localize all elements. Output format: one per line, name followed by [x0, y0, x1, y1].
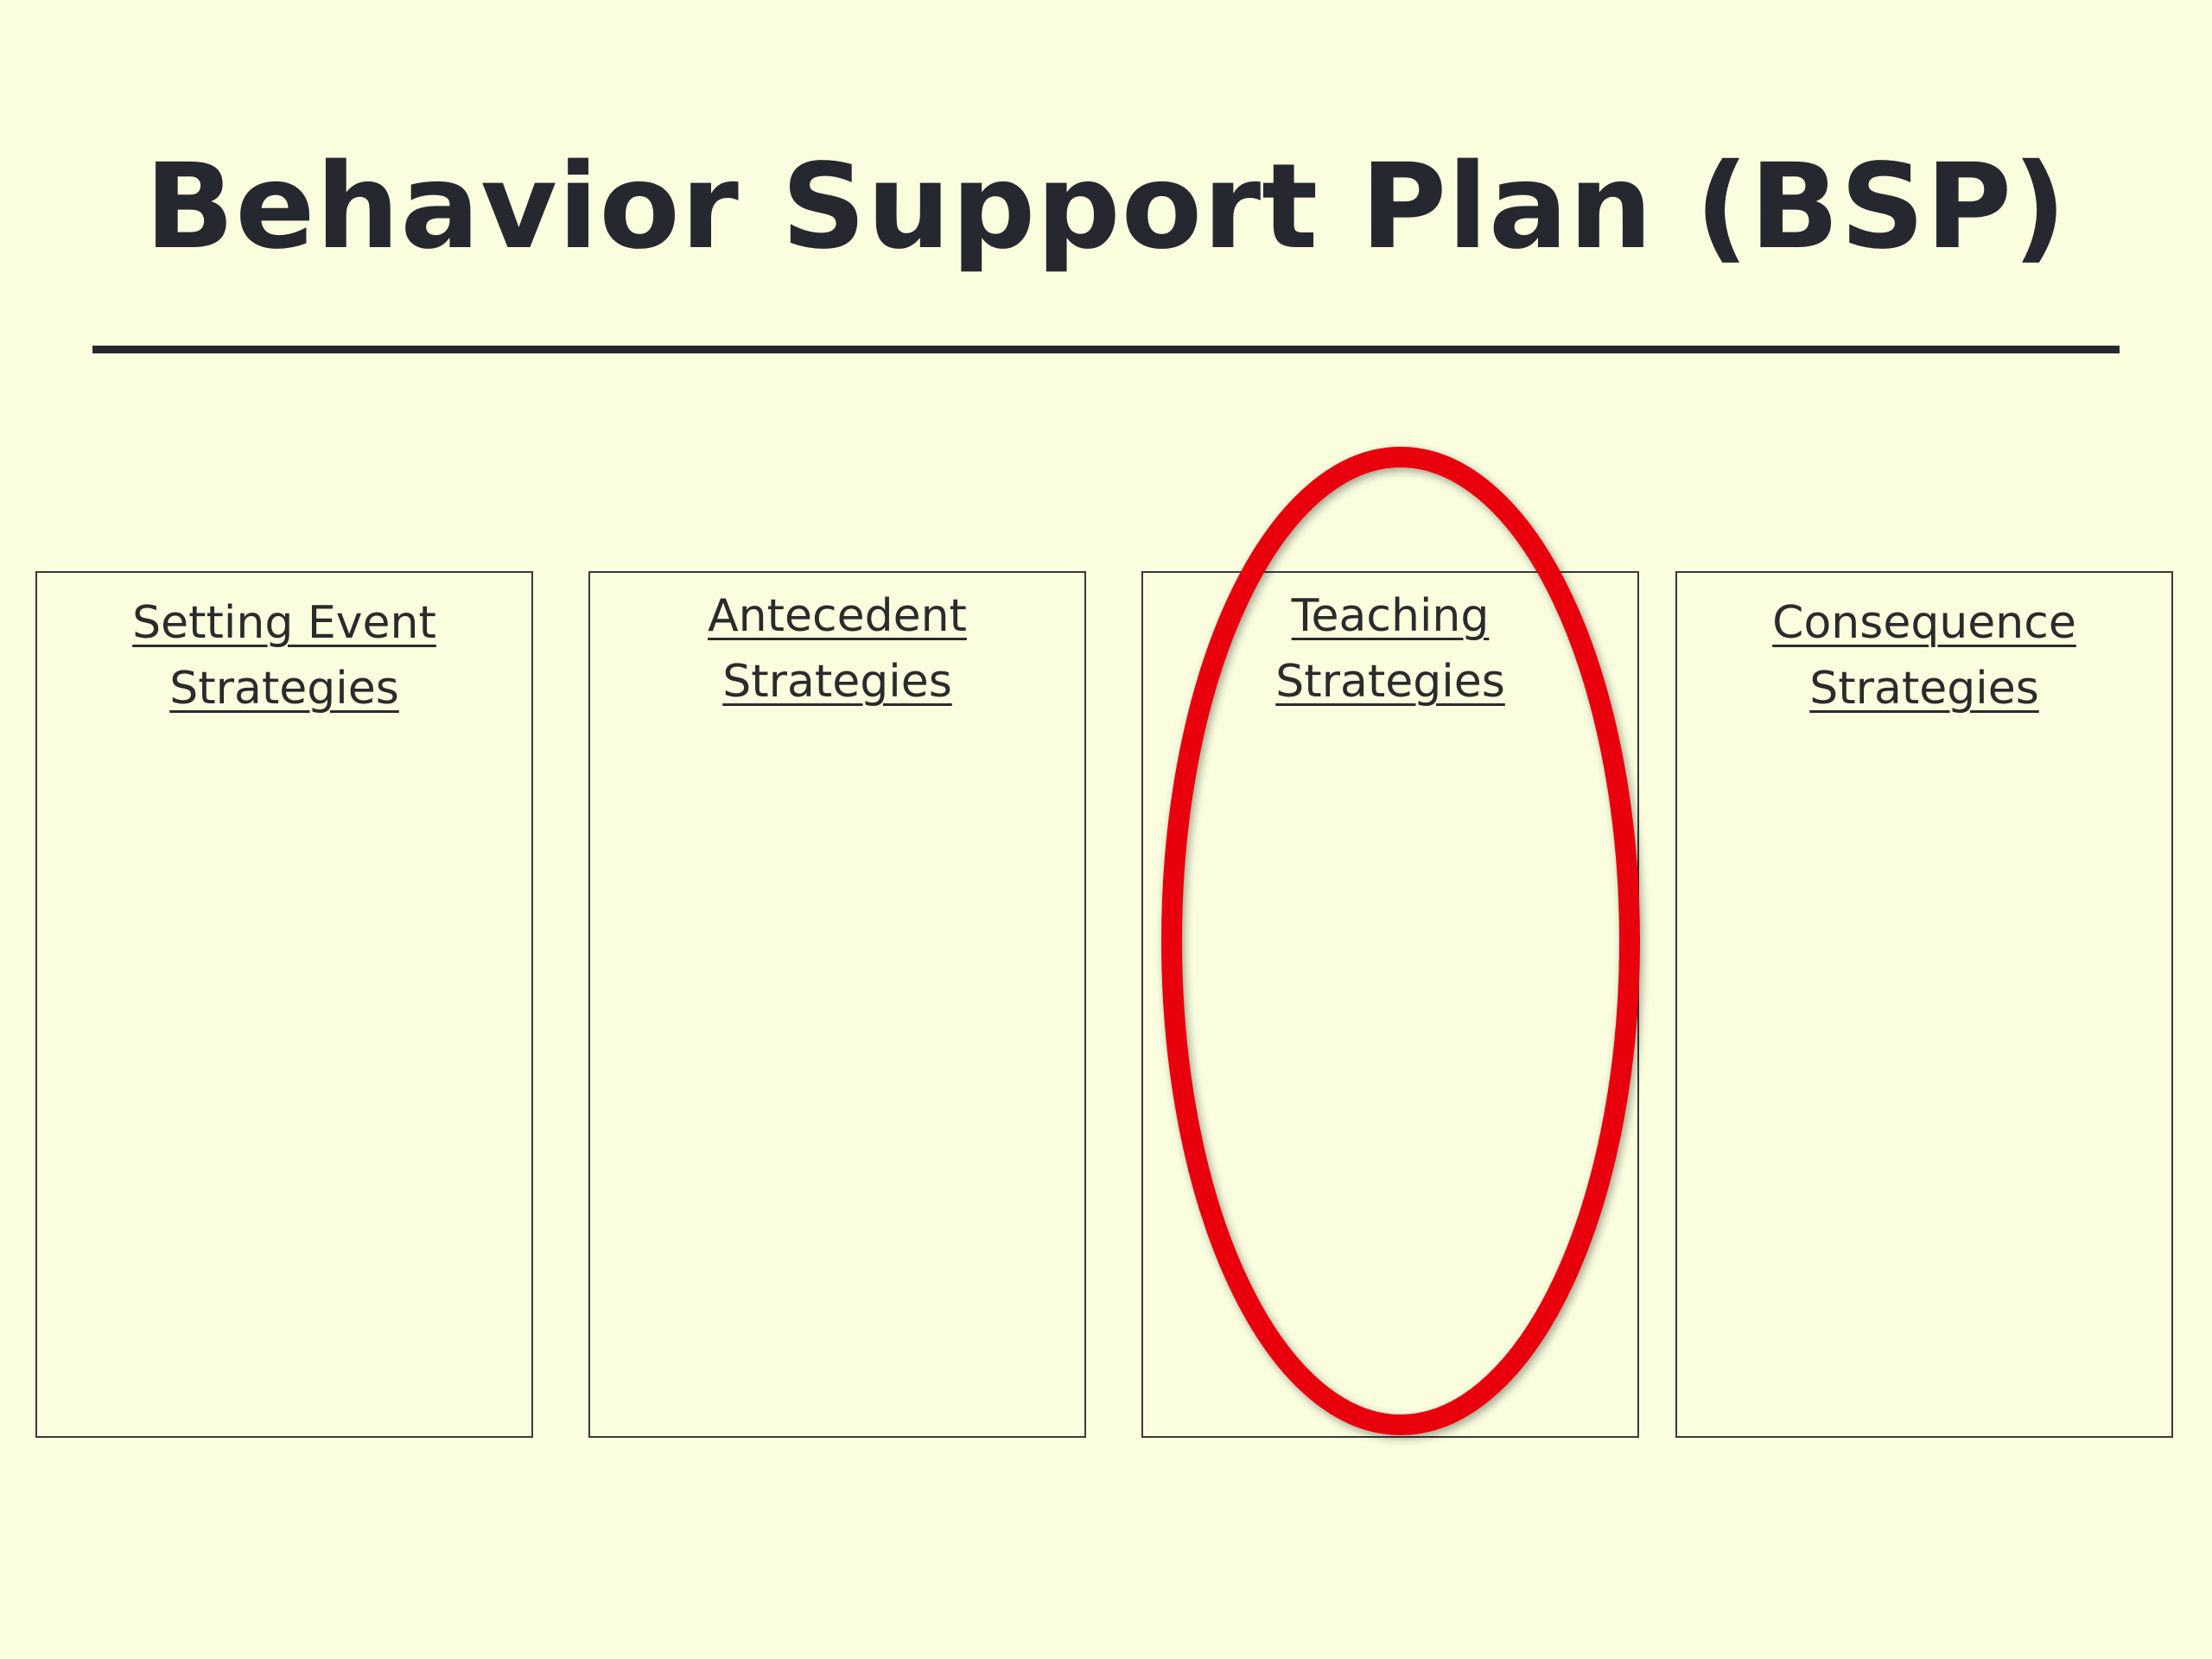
column-label-line1: Antecedent — [708, 590, 967, 642]
column-label-line2: Strategies — [722, 656, 952, 708]
antecedent-strategies-box: Antecedent Strategies — [588, 571, 1086, 1438]
column-label-line1: Consequence — [1772, 597, 2076, 649]
column-label-line1: Setting Event — [132, 597, 436, 649]
teaching-strategies-label: Teaching Strategies — [1143, 583, 1637, 715]
setting-event-strategies-box: Setting Event Strategies — [35, 571, 533, 1438]
antecedent-strategies-label: Antecedent Strategies — [590, 583, 1084, 715]
consequence-strategies-box: Consequence Strategies — [1675, 571, 2173, 1438]
consequence-strategies-label: Consequence Strategies — [1677, 590, 2171, 721]
column-label-line1: Teaching — [1291, 590, 1490, 642]
column-label-line2: Strategies — [1809, 663, 2039, 715]
title-divider — [92, 346, 2120, 353]
slide-title: Behavior Support Plan (BSP) — [144, 139, 2068, 276]
teaching-strategies-box: Teaching Strategies — [1141, 571, 1639, 1438]
setting-event-strategies-label: Setting Event Strategies — [37, 590, 531, 721]
column-label-line2: Strategies — [1275, 656, 1505, 708]
column-label-line2: Strategies — [169, 663, 399, 715]
